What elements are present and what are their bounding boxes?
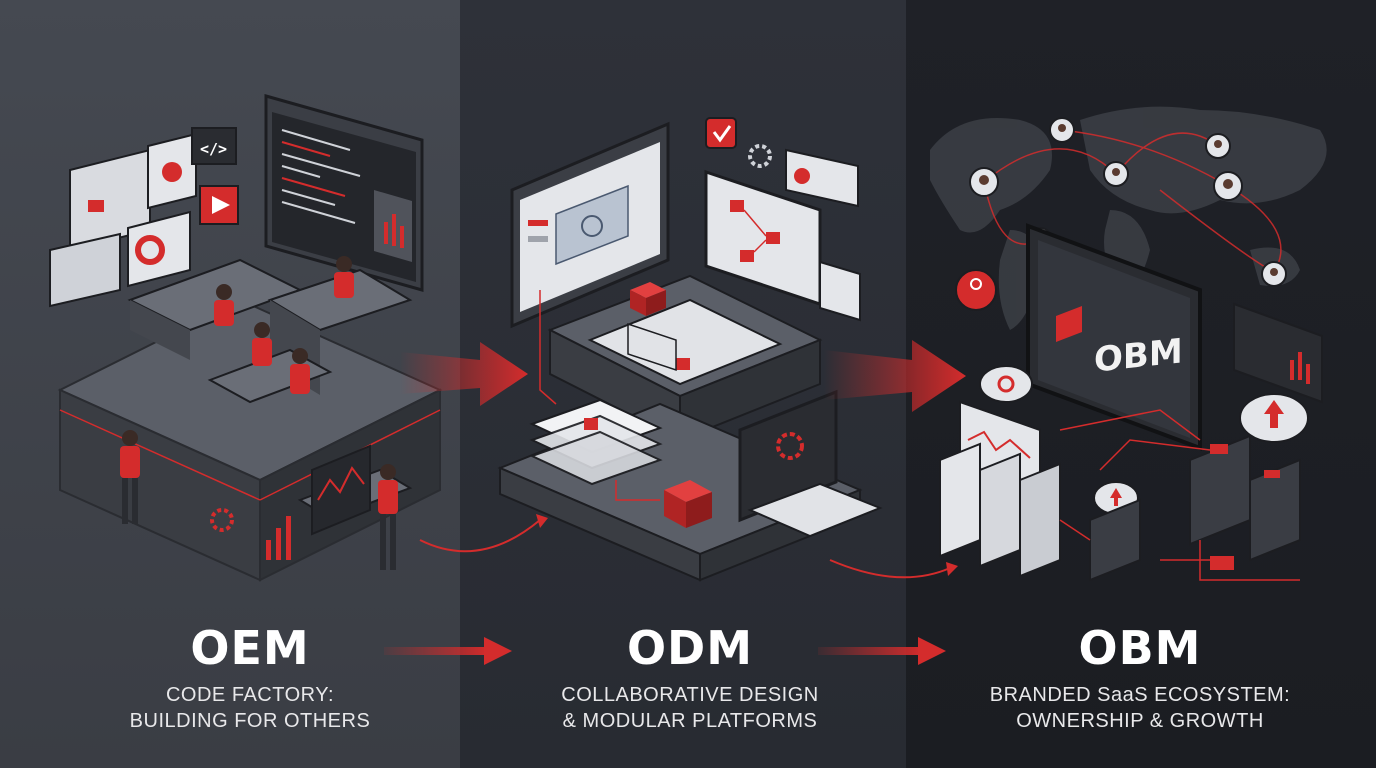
odm-to-obm-label-arrow bbox=[818, 637, 946, 665]
odm-subtitle: COLLABORATIVE DESIGN & MODULAR PLATFORMS bbox=[500, 682, 880, 734]
odm-flow-line bbox=[829, 559, 951, 579]
code-glyph: </> bbox=[200, 140, 228, 158]
oem-flow-line bbox=[419, 519, 541, 553]
oem-subtitle-line2: BUILDING FOR OTHERS bbox=[129, 710, 371, 732]
checkmark-icon bbox=[705, 117, 737, 149]
server-rack-icon bbox=[939, 434, 1301, 582]
oem-title: OEM bbox=[190, 621, 310, 675]
oem-illustration bbox=[49, 94, 548, 582]
oem-subtitle-line1: CODE FACTORY: bbox=[165, 684, 335, 706]
odm-blueprint-window bbox=[510, 121, 670, 329]
obm-title: OBM bbox=[1078, 621, 1202, 675]
obm-subtitle-line1: BRANDED SaaS ECOSYSTEM: bbox=[989, 684, 1291, 706]
code-window-icon bbox=[191, 127, 237, 165]
user-icon bbox=[785, 148, 859, 208]
illustration-scene bbox=[49, 94, 1327, 582]
oem-floating-windows bbox=[49, 127, 239, 308]
oem-workers bbox=[120, 256, 398, 570]
odm-subtitle-line1: COLLABORATIVE DESIGN bbox=[561, 684, 819, 706]
obm-subtitle: BRANDED SaaS ECOSYSTEM: OWNERSHIP & GROW… bbox=[920, 682, 1360, 734]
odm-illustration bbox=[497, 117, 958, 582]
obm-illustration bbox=[930, 106, 1327, 582]
odm-subtitle-line2: & MODULAR PLATFORMS bbox=[562, 710, 818, 732]
oem-code-window bbox=[264, 94, 424, 292]
oem-subtitle: CODE FACTORY: BUILDING FOR OTHERS bbox=[60, 682, 440, 734]
user-avatar-nodes bbox=[969, 117, 1287, 287]
obm-subtitle-line2: OWNERSHIP & GROWTH bbox=[1016, 710, 1264, 732]
odm-title: ODM bbox=[626, 621, 754, 675]
cloud-sync-icon bbox=[979, 365, 1033, 403]
obm-brand-monitor bbox=[1026, 223, 1202, 451]
oem-to-odm-arrow bbox=[400, 342, 528, 406]
oem-to-odm-label-arrow bbox=[384, 637, 512, 665]
gear-icon bbox=[210, 508, 234, 532]
odm-to-obm-arrow bbox=[824, 340, 966, 412]
